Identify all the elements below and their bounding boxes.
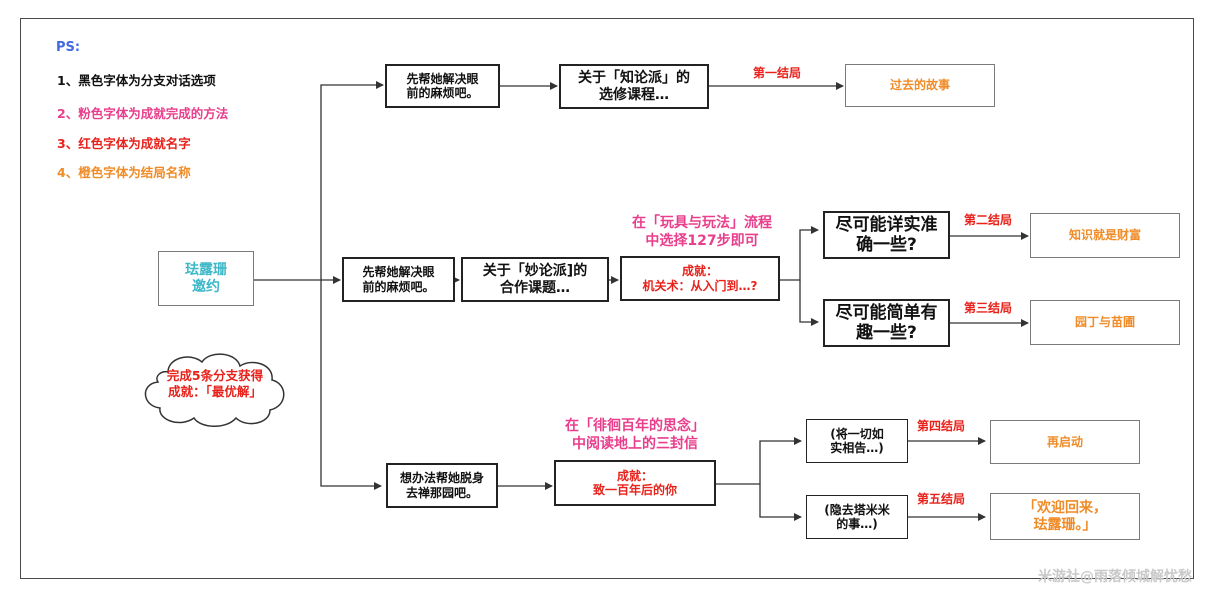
b3-ending-a-node: 再启动 xyxy=(990,420,1140,464)
connector-start-bottom xyxy=(320,280,382,490)
b1-ending-node: 过去的故事 xyxy=(845,64,995,107)
watermark: 米游社@雨落倾城解忧愁 xyxy=(1038,569,1192,585)
start-node: 珐露珊 邀约 xyxy=(158,251,254,306)
b2-ending-label-b: 第三结局 xyxy=(964,301,1013,315)
b3-option-a-node: (将一切如 实相告…) xyxy=(806,419,908,463)
legend-item-black: 1、黑色字体为分支对话选项 xyxy=(57,73,216,88)
b3-ending-label-a: 第四结局 xyxy=(917,419,966,433)
b2-option-b-node: 尽可能简单有 趣一些? xyxy=(823,299,950,347)
connector-start-trunk xyxy=(253,81,384,281)
legend-item-pink: 2、粉色字体为成就完成的方法 xyxy=(57,106,229,121)
b1-step2-node: 关于「知论派」的 选修课程… xyxy=(559,64,709,109)
legend-item-orange: 4、橙色字体为结局名称 xyxy=(57,165,191,180)
b2-achievement-node: 成就： 机关术：从入门到…? xyxy=(620,256,780,301)
b3-achievement-node: 成就： 致一百年后的你 xyxy=(554,460,716,506)
connector-b2-split xyxy=(780,226,819,281)
b2-step1-node: 先帮她解决眼 前的麻烦吧。 xyxy=(342,257,455,302)
b3-option-b-node: (隐去塔米米 的事…) xyxy=(806,495,908,539)
b3-ending-label-b: 第五结局 xyxy=(917,492,966,506)
b1-step1-node: 先帮她解决眼 前的麻烦吧。 xyxy=(385,64,500,108)
b2-ending-b-node: 园丁与苗圃 xyxy=(1030,300,1180,345)
b3-step1-node: 想办法帮她脱身 去禅那园吧。 xyxy=(386,463,498,508)
achievement-cloud-shape xyxy=(144,353,285,427)
b3-method-text: 在「徘徊百年的思念」 中阅读地上的三封信 xyxy=(565,418,705,452)
legend-item-red: 3、红色字体为成就名字 xyxy=(57,136,191,151)
connector-b2-split-b xyxy=(799,280,819,326)
connector-b3-split xyxy=(716,437,802,485)
b2-method-text: 在「玩具与玩法」流程 中选择127步即可 xyxy=(632,215,772,249)
b2-ending-label-a: 第二结局 xyxy=(964,213,1013,227)
b2-step2-node: 关于「妙论派]的 合作课题… xyxy=(461,257,609,302)
legend-title: PS: xyxy=(56,40,81,55)
b3-ending-b-node: 「欢迎回来， 珐露珊。」 xyxy=(990,493,1140,540)
b1-ending-label: 第一结局 xyxy=(753,66,802,80)
b2-option-a-node: 尽可能详实准 确一些? xyxy=(823,211,950,259)
b2-ending-a-node: 知识就是财富 xyxy=(1030,213,1180,258)
diagram-frame xyxy=(20,18,1194,579)
achievement-cloud-text: 完成5条分支获得 成就：「最优解」 xyxy=(166,368,264,399)
connector-b3-split-b xyxy=(759,484,802,521)
